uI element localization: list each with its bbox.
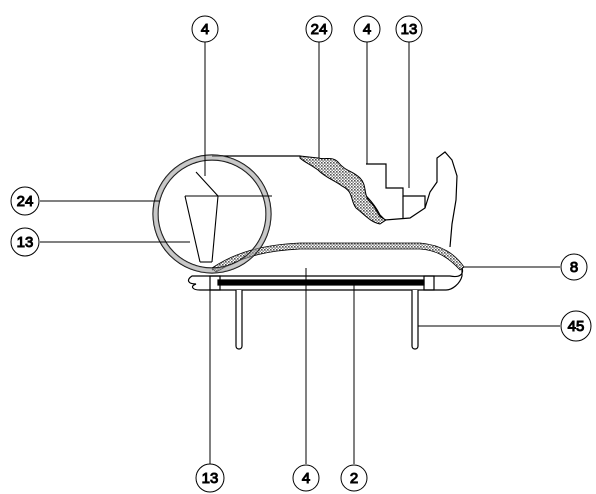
svg-text:13: 13 <box>202 470 219 487</box>
base-left-block <box>209 275 221 291</box>
svg-text:24: 24 <box>311 21 328 38</box>
ring-assembly <box>152 154 272 274</box>
ring-hatch <box>153 155 271 273</box>
callout-45-right: 45 <box>560 310 592 342</box>
callout-24-left: 24 <box>10 186 40 216</box>
callout-8-right: 8 <box>560 253 588 281</box>
leader-lines <box>40 42 560 464</box>
legs <box>235 290 419 350</box>
hatched-section-top <box>299 155 388 225</box>
ring-inner <box>157 159 267 269</box>
base-inner-bar <box>217 279 425 286</box>
svg-text:4: 4 <box>201 21 209 38</box>
base-right-block <box>423 275 435 291</box>
svg-text:4: 4 <box>302 470 310 487</box>
callouts: 4 24 4 13 24 13 8 45 13 4 2 <box>10 15 592 493</box>
callout-24-top: 24 <box>305 15 333 43</box>
callout-13-left: 13 <box>10 227 40 257</box>
svg-text:2: 2 <box>350 470 358 487</box>
callout-13-top: 13 <box>395 15 423 43</box>
hatched-seal-strip <box>211 242 465 273</box>
base-plate-outline <box>187 267 464 291</box>
base-plate <box>187 267 464 291</box>
callout-2-bottom: 2 <box>340 464 368 492</box>
svg-text:13: 13 <box>17 234 34 251</box>
callout-4-top-left: 4 <box>191 15 219 43</box>
callout-4-top: 4 <box>353 15 381 43</box>
callout-13-bottom: 13 <box>195 463 225 493</box>
svg-text:8: 8 <box>570 259 578 276</box>
callout-4-bottom: 4 <box>292 464 320 492</box>
svg-text:4: 4 <box>363 21 371 38</box>
internal-block <box>366 163 426 208</box>
leg-left <box>235 290 243 350</box>
svg-text:24: 24 <box>17 193 34 210</box>
svg-text:45: 45 <box>568 318 585 335</box>
svg-text:13: 13 <box>401 21 418 38</box>
leg-right <box>411 290 419 350</box>
